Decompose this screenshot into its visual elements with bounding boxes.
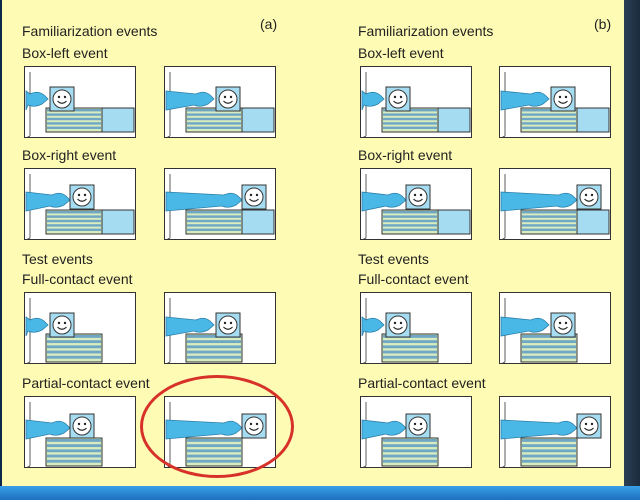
smiley-toy-icon <box>49 312 75 338</box>
window-side-strip <box>624 0 640 486</box>
partial-contact-title-b: Partial-contact event <box>358 375 486 391</box>
striped-box-icon <box>45 107 103 133</box>
striped-box-icon <box>520 107 578 133</box>
window-bottom-bar <box>0 486 640 500</box>
hand-icon <box>165 191 243 212</box>
box-left-title-b: Box-left event <box>358 45 444 61</box>
striped-box-icon <box>185 333 243 363</box>
box-right-title-a: Box-right event <box>22 147 117 163</box>
boxL-near-frame-b <box>360 66 472 138</box>
striped-box-icon <box>45 333 103 363</box>
full-near-frame-a <box>24 292 136 364</box>
boxL-near-frame-a <box>24 66 136 138</box>
box-left-title-a: Box-left event <box>22 45 108 61</box>
partial-near-frame-b <box>360 396 472 468</box>
smiley-toy-icon <box>385 312 411 338</box>
box-right-title-b: Box-right event <box>358 147 453 163</box>
blue-box-icon <box>241 209 275 235</box>
striped-box-icon <box>520 333 578 363</box>
smiley-toy-icon <box>576 413 602 439</box>
striped-box-icon <box>381 209 439 235</box>
smiley-toy-icon <box>49 86 75 112</box>
hand-icon <box>25 90 49 111</box>
smiley-toy-icon <box>405 413 431 439</box>
partial-far-frame-b <box>499 396 611 468</box>
striped-box-icon <box>45 437 103 467</box>
smiley-toy-icon <box>385 86 411 112</box>
hand-icon <box>500 191 578 212</box>
smiley-toy-icon <box>69 184 95 210</box>
hand-icon <box>25 191 71 212</box>
smiley-toy-icon <box>69 413 95 439</box>
striped-box-icon <box>381 107 439 133</box>
striped-box-icon <box>185 437 243 467</box>
hand-icon <box>165 90 215 111</box>
blue-box-icon <box>101 209 135 235</box>
boxR-near-frame-b <box>360 168 472 240</box>
smiley-toy-icon <box>241 184 267 210</box>
striped-box-icon <box>381 333 439 363</box>
striped-box-icon <box>520 209 578 235</box>
smiley-toy-icon <box>215 86 241 112</box>
boxR-far-frame-b <box>499 168 611 240</box>
smiley-toy-icon <box>405 184 431 210</box>
full-far-frame-b <box>499 292 611 364</box>
hand-icon <box>361 191 407 212</box>
partial-far-frame-a <box>164 396 276 468</box>
blue-box-icon <box>437 209 471 235</box>
blue-box-icon <box>576 107 610 133</box>
smiley-toy-icon <box>550 312 576 338</box>
smiley-toy-icon <box>215 312 241 338</box>
test-events-title-b: Test events <box>358 251 429 267</box>
striped-box-icon <box>45 209 103 235</box>
full-contact-title-a: Full-contact event <box>22 271 133 287</box>
panel-tag-b: (b) <box>594 16 612 32</box>
boxR-near-frame-a <box>24 168 136 240</box>
hand-icon <box>165 316 215 337</box>
panel-tag-a: (a) <box>260 16 278 32</box>
hand-icon <box>25 316 49 337</box>
hand-icon <box>361 419 407 440</box>
partial-contact-title-a: Partial-contact event <box>22 375 150 391</box>
smiley-toy-icon <box>241 413 267 439</box>
boxR-far-frame-a <box>164 168 276 240</box>
hand-icon <box>361 316 385 337</box>
full-far-frame-a <box>164 292 276 364</box>
hand-icon <box>500 90 550 111</box>
smiley-toy-icon <box>550 86 576 112</box>
figure-panel: Familiarization events (a) Box-left even… <box>2 0 626 486</box>
smiley-toy-icon <box>576 184 602 210</box>
full-near-frame-b <box>360 292 472 364</box>
hand-icon <box>165 419 243 440</box>
striped-box-icon <box>185 107 243 133</box>
blue-box-icon <box>437 107 471 133</box>
striped-box-icon <box>381 437 439 467</box>
blue-box-icon <box>576 209 610 235</box>
familiarization-title-a: Familiarization events <box>22 23 158 39</box>
partial-near-frame-a <box>24 396 136 468</box>
boxL-far-frame-a <box>164 66 276 138</box>
striped-box-icon <box>520 437 578 467</box>
hand-icon <box>361 90 385 111</box>
blue-box-icon <box>241 107 275 133</box>
test-events-title-a: Test events <box>22 251 93 267</box>
hand-icon <box>500 316 550 337</box>
boxL-far-frame-b <box>499 66 611 138</box>
blue-box-icon <box>101 107 135 133</box>
familiarization-title-b: Familiarization events <box>358 23 494 39</box>
full-contact-title-b: Full-contact event <box>358 271 469 287</box>
striped-box-icon <box>185 209 243 235</box>
hand-icon <box>500 419 578 440</box>
hand-icon <box>25 419 71 440</box>
